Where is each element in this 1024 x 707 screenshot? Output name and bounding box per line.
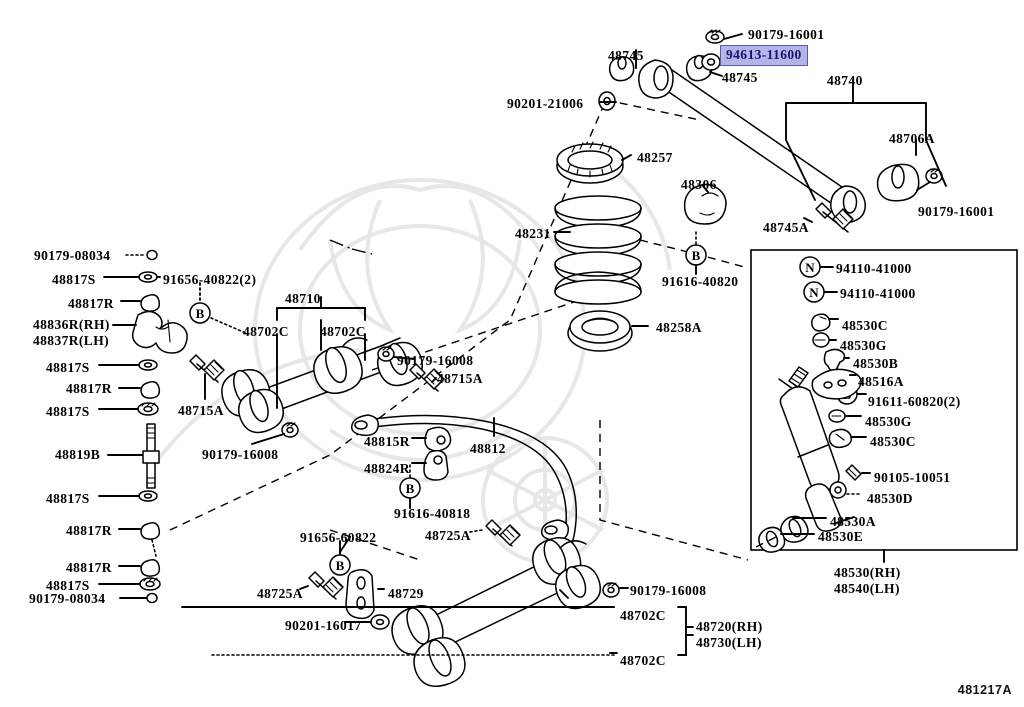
part-label-48817s[interactable]: 48817S xyxy=(46,360,90,375)
bolt-48725a-upper xyxy=(469,519,521,547)
part-label-48836r-rh-[interactable]: 48836R(RH) xyxy=(33,317,110,332)
leader-lines xyxy=(204,33,947,654)
part-label-90179-16001[interactable]: 90179-16001 xyxy=(918,204,995,219)
part-label-48702c[interactable]: 48702C xyxy=(243,324,289,339)
highlighted-part-number[interactable]: 94613-11600 xyxy=(720,45,808,66)
part-label-48710[interactable]: 48710 xyxy=(285,291,321,306)
part-label-48729[interactable]: 48729 xyxy=(388,586,424,601)
part-label-48530g[interactable]: 48530G xyxy=(865,414,912,429)
part-label-48706a[interactable]: 48706A xyxy=(889,131,935,146)
part-label-48730-lh-[interactable]: 48730(LH) xyxy=(696,635,762,650)
part-label-48745a[interactable]: 48745A xyxy=(763,220,809,235)
bumper-48306 xyxy=(683,183,727,225)
figure-id: 481217A xyxy=(957,683,1012,697)
bolt-48745a xyxy=(815,202,854,233)
bushing-48706a-group xyxy=(876,163,943,202)
part-label-48817r[interactable]: 48817R xyxy=(66,523,112,538)
part-label-48258a[interactable]: 48258A xyxy=(656,320,702,335)
part-label-90179-16008[interactable]: 90179-16008 xyxy=(630,583,707,598)
part-label-48725a[interactable]: 48725A xyxy=(257,586,303,601)
part-label-48817r[interactable]: 48817R xyxy=(66,381,112,396)
part-label-48702c[interactable]: 48702C xyxy=(620,653,666,668)
part-label-48837r-lh-[interactable]: 48837R(LH) xyxy=(33,333,109,348)
part-label-90179-16008[interactable]: 90179-16008 xyxy=(397,353,474,368)
washer-90201-16017 xyxy=(344,614,390,630)
part-label-48745[interactable]: 48745 xyxy=(608,48,644,63)
part-label-48540-lh-[interactable]: 48540(LH) xyxy=(834,581,900,596)
coil-spring-48231 xyxy=(554,195,642,305)
bottom-leaders xyxy=(181,606,694,656)
part-label-48740[interactable]: 48740 xyxy=(827,73,863,88)
part-label-48530d[interactable]: 48530D xyxy=(867,491,913,506)
part-label-91656-60822[interactable]: 91656-60822 xyxy=(300,530,377,545)
part-label-90179-16001[interactable]: 90179-16001 xyxy=(748,27,825,42)
stabilizer-bar-48812 xyxy=(350,414,577,558)
part-label-90201-16017[interactable]: 90201-16017 xyxy=(285,618,362,633)
part-label-91616-40820[interactable]: 91616-40820 xyxy=(662,274,739,289)
part-label-90179-08034[interactable]: 90179-08034 xyxy=(29,591,106,606)
part-label-48725a[interactable]: 48725A xyxy=(425,528,471,543)
spring-seat-48258a xyxy=(567,310,633,352)
part-label-48530-rh-[interactable]: 48530(RH) xyxy=(834,565,901,580)
part-label-48715a[interactable]: 48715A xyxy=(178,403,224,418)
spring-seat-48257 xyxy=(556,141,624,184)
part-label-48702c[interactable]: 48702C xyxy=(620,608,666,623)
part-label-48817s[interactable]: 48817S xyxy=(46,404,90,419)
part-label-48817s[interactable]: 48817S xyxy=(52,272,96,287)
part-label-48530a[interactable]: 48530A xyxy=(830,514,876,529)
part-label-94110-41000[interactable]: 94110-41000 xyxy=(836,261,912,276)
svg-text:N: N xyxy=(809,285,819,300)
lower-control-arm-48720 xyxy=(391,537,601,687)
stabilizer-bracket-48824r xyxy=(411,449,449,481)
part-label-91656-40822-2-[interactable]: 91656-40822(2) xyxy=(163,272,257,287)
part-label-48745[interactable]: 48745 xyxy=(722,70,758,85)
part-label-48812[interactable]: 48812 xyxy=(470,441,506,456)
svg-text:B: B xyxy=(336,558,345,573)
part-label-48306[interactable]: 48306 xyxy=(681,177,717,192)
part-label-94110-41000[interactable]: 94110-41000 xyxy=(840,286,916,301)
part-label-48257[interactable]: 48257 xyxy=(637,150,673,165)
part-label-48231[interactable]: 48231 xyxy=(515,226,551,241)
nut-90179-16008-group xyxy=(281,346,620,598)
bracket-48710 xyxy=(276,296,366,409)
left-column-parts xyxy=(98,249,201,604)
part-label-48819b[interactable]: 48819B xyxy=(55,447,101,462)
bracket-48740 xyxy=(785,79,927,201)
svg-text:N: N xyxy=(805,260,815,275)
svg-text:B: B xyxy=(406,481,415,496)
part-label-90201-21006[interactable]: 90201-21006 xyxy=(507,96,584,111)
bolt-48725a-left-lower xyxy=(299,571,344,600)
part-label-48516a[interactable]: 48516A xyxy=(858,374,904,389)
washer-nut-cluster-top xyxy=(598,29,725,111)
part-label-90179-08034[interactable]: 90179-08034 xyxy=(34,248,111,263)
bolt-48715a-left xyxy=(189,354,225,383)
part-label-48817s[interactable]: 48817S xyxy=(46,578,90,593)
part-label-90179-16008[interactable]: 90179-16008 xyxy=(202,447,279,462)
part-label-91616-40818[interactable]: 91616-40818 xyxy=(394,506,471,521)
part-label-48715a[interactable]: 48715A xyxy=(437,371,483,386)
part-label-48530c[interactable]: 48530C xyxy=(870,434,916,449)
stabilizer-bracket-48815r xyxy=(411,426,452,452)
part-label-48702c[interactable]: 48702C xyxy=(320,324,366,339)
part-label-91611-60820-2-[interactable]: 91611-60820(2) xyxy=(868,394,961,409)
shock-absorber-box xyxy=(750,249,1018,563)
part-label-48530g[interactable]: 48530G xyxy=(840,338,887,353)
svg-text:B: B xyxy=(196,306,205,321)
part-label-48817r[interactable]: 48817R xyxy=(68,296,114,311)
part-label-48720-rh-[interactable]: 48720(RH) xyxy=(696,619,763,634)
part-label-48817r[interactable]: 48817R xyxy=(66,560,112,575)
bracket-48729 xyxy=(345,569,385,620)
part-label-48824r[interactable]: 48824R xyxy=(364,461,410,476)
part-label-48530c[interactable]: 48530C xyxy=(842,318,888,333)
part-label-48815r[interactable]: 48815R xyxy=(364,434,410,449)
upper-control-arm-48710 xyxy=(221,337,423,434)
part-label-48530b[interactable]: 48530B xyxy=(853,356,899,371)
part-label-48817s[interactable]: 48817S xyxy=(46,491,90,506)
part-label-90105-10051[interactable]: 90105-10051 xyxy=(874,470,951,485)
part-label-48530e[interactable]: 48530E xyxy=(818,529,864,544)
svg-text:B: B xyxy=(692,248,701,263)
